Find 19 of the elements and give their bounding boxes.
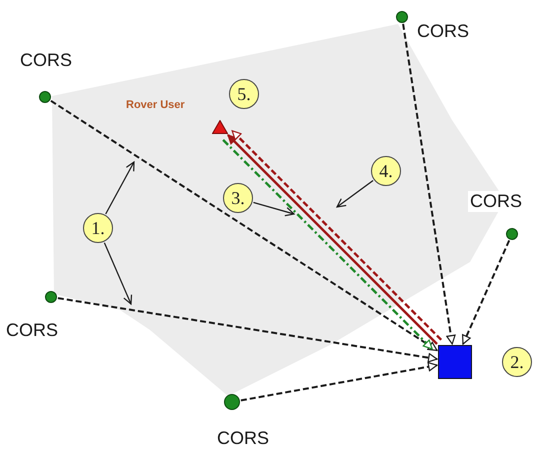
station-dot (396, 11, 408, 23)
station-label: Rover User (125, 99, 186, 111)
station-dot (45, 291, 57, 303)
rover-triangle (212, 120, 228, 134)
station-label: CORS (468, 191, 524, 212)
callout-number: 2. (502, 347, 532, 377)
dashed-arrow (402, 24, 456, 345)
station-dot (506, 228, 518, 240)
leader-line (105, 161, 135, 214)
station-dot (39, 91, 51, 103)
dashed-arrow (240, 362, 438, 402)
station-dot (224, 394, 240, 410)
leader-line (104, 242, 132, 305)
dashed-arrow (462, 240, 510, 345)
leader-line (253, 202, 295, 216)
dashed-arrow (58, 297, 438, 362)
leader-line (336, 180, 374, 208)
dashed-arrow (50, 100, 438, 352)
base-station-square (438, 345, 472, 379)
